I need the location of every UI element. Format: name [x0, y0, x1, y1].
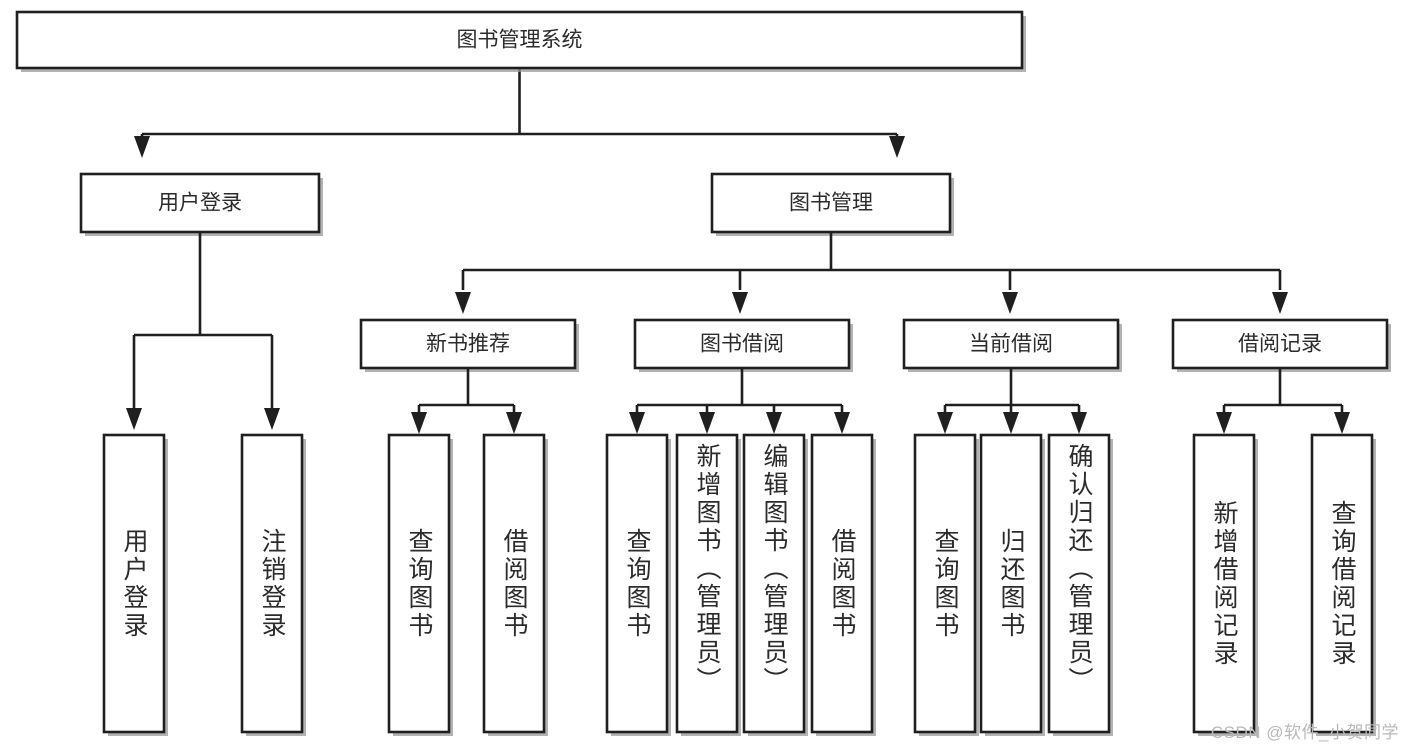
connector-book-management-to-level3 [455, 232, 1288, 314]
node-new-book-recommend-label: 新书推荐 [426, 333, 510, 356]
node-book-management[interactable]: 图书管理 [710, 172, 954, 236]
leaf-node-query-book-2[interactable] [605, 433, 671, 736]
node-book-borrow[interactable]: 图书借阅 [633, 318, 853, 372]
connector-borrow-record-to-leaves [1216, 368, 1350, 434]
node-borrow-record-label: 借阅记录 [1238, 333, 1322, 356]
leaf-node-add-book[interactable] [675, 433, 741, 736]
connector-current-borrow-to-leaves [937, 368, 1087, 434]
leaf-node-query-book-1[interactable] [387, 433, 453, 736]
leaf-node-logout-login[interactable] [240, 433, 306, 736]
node-borrow-record[interactable]: 借阅记录 [1171, 318, 1391, 372]
connector-root-to-level2 [134, 68, 905, 158]
connector-book-borrow-to-leaves [629, 368, 850, 434]
leaf-node-query-book-3[interactable] [913, 433, 979, 736]
leaf-node-borrow-book-1[interactable] [482, 433, 548, 736]
node-current-borrow-label: 当前借阅 [969, 333, 1053, 356]
leaf-node-query-record[interactable] [1310, 433, 1376, 736]
leaf-node-confirm-return[interactable] [1047, 433, 1113, 736]
watermark: CSDN @软件_小贺同学 [1210, 723, 1399, 742]
leaf-node-return-book[interactable] [979, 433, 1045, 736]
leaf-node-user-login[interactable] [102, 433, 168, 736]
node-user-login[interactable]: 用户登录 [79, 172, 323, 236]
leaf-node-edit-book[interactable] [742, 433, 808, 736]
leaf-node-borrow-book-2[interactable] [810, 433, 876, 736]
connector-user-login-to-leaves [126, 232, 280, 430]
node-book-borrow-label: 图书借阅 [700, 333, 784, 356]
connector-new-book-recommend-to-leaves [411, 368, 522, 434]
node-book-management-label: 图书管理 [789, 192, 873, 215]
node-new-book-recommend[interactable]: 新书推荐 [359, 318, 579, 372]
node-user-login-label: 用户登录 [158, 192, 242, 215]
leaf-node-add-record[interactable] [1192, 433, 1258, 736]
node-root[interactable]: 图书管理系统 [15, 10, 1026, 72]
node-current-borrow[interactable]: 当前借阅 [902, 318, 1122, 372]
node-root-label: 图书管理系统 [457, 29, 583, 52]
